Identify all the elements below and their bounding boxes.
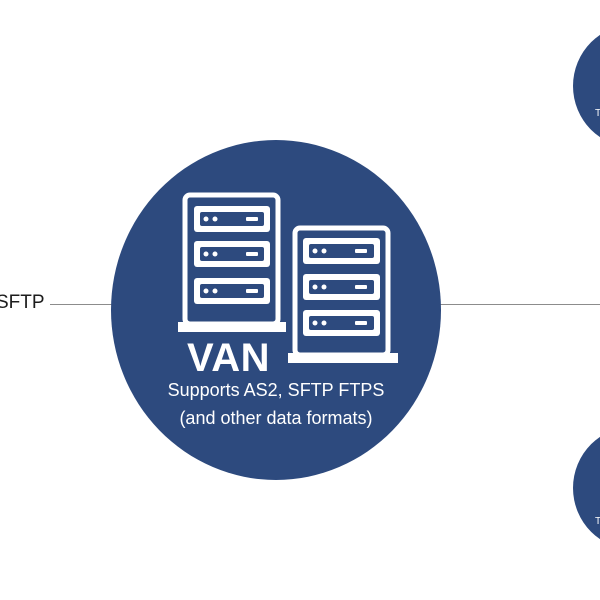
- partner-circle-top: T: [573, 24, 600, 148]
- server-racks-icon: [178, 192, 398, 363]
- partner-circle-top-label: T: [595, 108, 600, 119]
- van-title: VAN: [187, 336, 270, 380]
- left-node-label: SFTP: [0, 292, 45, 313]
- right-connector-line: [440, 304, 600, 305]
- van-description-line-1: Supports AS2, SFTP FTPS: [167, 380, 385, 400]
- partner-circle-bottom-label: T: [595, 516, 600, 527]
- left-connector-line: [50, 304, 112, 305]
- partner-circle-bottom: T: [573, 426, 600, 550]
- van-description-line-2: (and other data formats): [179, 408, 373, 428]
- van-description: Supports AS2, SFTP FTPS (and other data …: [150, 376, 402, 432]
